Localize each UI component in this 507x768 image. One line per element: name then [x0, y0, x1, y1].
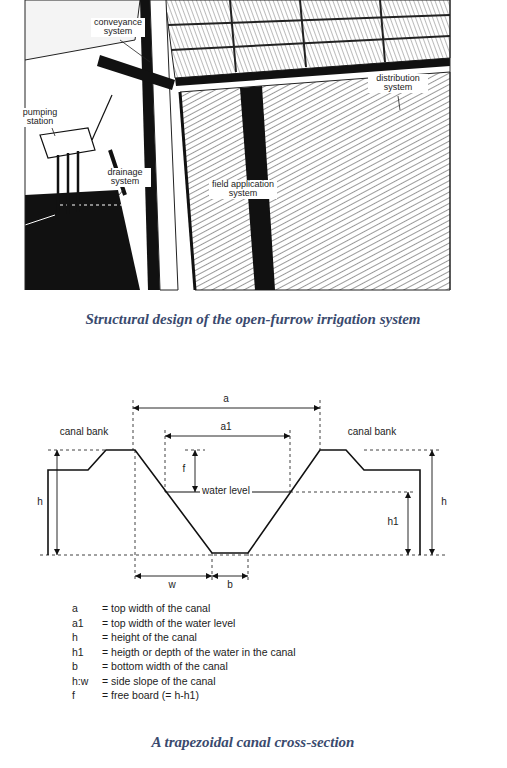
- part-label: field application system: [209, 180, 277, 199]
- furrow-field: [180, 72, 450, 290]
- dimension-label: a1: [218, 422, 233, 433]
- dimension-label: h: [441, 497, 447, 508]
- part-label: water level: [200, 486, 252, 497]
- legend-definition: = free board (= h-h1): [102, 690, 199, 701]
- dimension-label: w: [168, 580, 175, 591]
- legend-symbol: h: [72, 632, 78, 643]
- dimension-label: b: [227, 580, 233, 591]
- legend-definition: = bottom width of the canal: [102, 661, 228, 672]
- part-label: pumping station: [15, 108, 65, 127]
- legend-symbol: b: [72, 661, 78, 672]
- legend-symbol: a: [72, 603, 78, 614]
- figure-caption: Structural design of the open-furrow irr…: [85, 312, 420, 328]
- leader-lines: [52, 40, 400, 196]
- part-label: canal bank: [60, 427, 108, 438]
- part-label: drainage system: [99, 168, 151, 187]
- canal-section: [40, 400, 445, 582]
- legend-definition: = heigth or depth of the water in the ca…: [102, 647, 296, 658]
- part-label: canal bank: [348, 427, 396, 438]
- dimension-label: h: [37, 497, 43, 508]
- legend-symbol: a1: [72, 618, 84, 629]
- legend-definition: = top width of the canal: [102, 603, 210, 614]
- dimension-label: h1: [387, 517, 398, 528]
- dimension-label: f: [183, 464, 186, 475]
- dimension-label: a: [221, 394, 231, 405]
- legend-symbol: h:w: [72, 676, 88, 687]
- legend-definition: = height of the canal: [102, 632, 197, 643]
- legend-symbol: f: [72, 690, 75, 701]
- legend-definition: = side slope of the canal: [102, 676, 216, 687]
- part-label: distribution system: [368, 74, 428, 93]
- figure-caption: A trapezoidal canal cross-section: [152, 735, 355, 751]
- legend-definition: = top width of the water level: [102, 618, 235, 629]
- legend-symbol: h1: [72, 647, 84, 658]
- part-label: conveyance system: [91, 18, 145, 37]
